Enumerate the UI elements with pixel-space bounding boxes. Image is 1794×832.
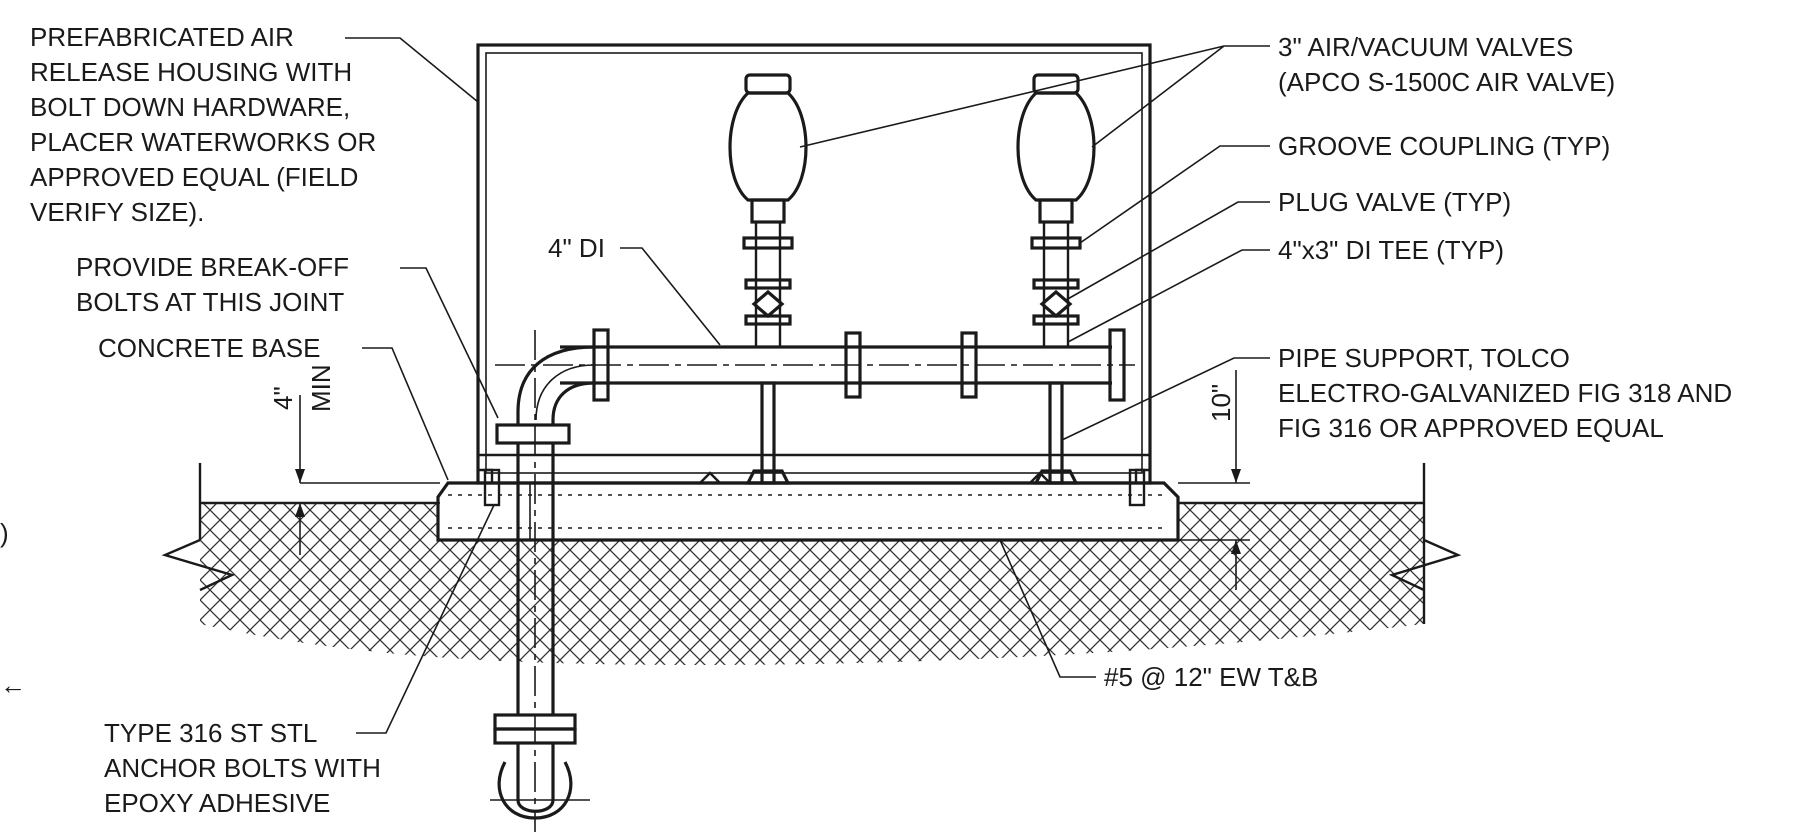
callout-air-valves: 3" AIR/VACUUM VALVES (APCO S-1500C AIR V… <box>1278 32 1615 97</box>
header-pipe <box>495 328 1135 425</box>
callout-air-valves-line: (APCO S-1500C AIR VALVE) <box>1278 67 1615 97</box>
callout-housing: PREFABRICATED AIR RELEASE HOUSING WITH B… <box>30 22 376 227</box>
callout-plug-valve: PLUG VALVE (TYP) <box>1278 187 1511 217</box>
soil-hatch <box>161 463 1462 665</box>
callout-breakoff: PROVIDE BREAK-OFF BOLTS AT THIS JOINT <box>76 252 349 317</box>
callout-anchor-bolts-line: TYPE 316 ST STL <box>104 718 317 748</box>
callout-housing-line: PREFABRICATED AIR <box>30 22 294 52</box>
callout-housing-line: APPROVED EQUAL (FIELD <box>30 162 358 192</box>
air-valve-left <box>728 73 808 485</box>
dimension-min-label: MIN <box>306 364 336 412</box>
callout-housing-line: BOLT DOWN HARDWARE, <box>30 92 350 122</box>
callout-pipe-4di: 4" DI <box>548 233 605 263</box>
callout-tee: 4"x3" DI TEE (TYP) <box>1278 235 1504 265</box>
anchor-bolts <box>483 468 1146 507</box>
callout-rebar: #5 @ 12" EW T&B <box>1104 662 1318 692</box>
edge-fragment-paren: ) <box>0 518 9 548</box>
air-valve-right <box>1016 73 1096 485</box>
callout-breakoff-line: PROVIDE BREAK-OFF <box>76 252 349 282</box>
callout-housing-line: RELEASE HOUSING WITH <box>30 57 352 87</box>
callout-pipe-support: PIPE SUPPORT, TOLCO ELECTRO-GALVANIZED F… <box>1278 343 1732 443</box>
callout-anchor-bolts-line: ANCHOR BOLTS WITH <box>104 753 381 783</box>
dimension-4in-min <box>295 395 440 555</box>
concrete-base <box>436 481 1180 542</box>
callout-pipe-support-line: FIG 316 OR APPROVED EQUAL <box>1278 413 1664 443</box>
dimension-10in <box>1178 370 1250 590</box>
leader-lines <box>345 37 1270 734</box>
dimension-10in-label: 10" <box>1206 384 1236 422</box>
callout-anchor-bolts: TYPE 316 ST STL ANCHOR BOLTS WITH EPOXY … <box>104 718 381 818</box>
dimension-4in-label: 4" <box>268 386 298 410</box>
callout-concrete-base: CONCRETE BASE <box>98 333 321 363</box>
callout-breakoff-line: BOLTS AT THIS JOINT <box>76 287 344 317</box>
callout-air-valves-line: 3" AIR/VACUUM VALVES <box>1278 32 1573 62</box>
riser-pipe <box>490 330 590 832</box>
callout-pipe-support-line: ELECTRO-GALVANIZED FIG 318 AND <box>1278 378 1732 408</box>
callout-housing-line: PLACER WATERWORKS OR <box>30 127 376 157</box>
callout-housing-line: VERIFY SIZE). <box>30 197 204 227</box>
callout-anchor-bolts-line: EPOXY ADHESIVE <box>104 788 330 818</box>
callout-groove-coupling: GROOVE COUPLING (TYP) <box>1278 131 1610 161</box>
edge-fragment-arrow: ← <box>0 670 26 700</box>
callout-pipe-support-line: PIPE SUPPORT, TOLCO <box>1278 343 1570 373</box>
